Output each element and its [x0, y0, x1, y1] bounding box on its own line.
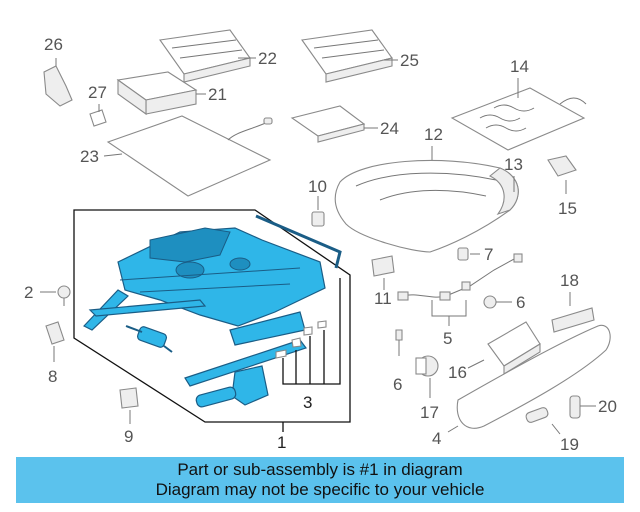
callout-14: 14: [510, 57, 529, 76]
callout-17: 17: [420, 403, 439, 422]
wire-harness-5[interactable]: [397, 253, 523, 301]
banner-line-1: Part or sub-assembly is #1 in diagram: [177, 460, 463, 479]
callout-5-bracket: [431, 300, 467, 317]
callout-19: 19: [560, 435, 579, 454]
bolt-2[interactable]: [57, 285, 71, 306]
switch-15[interactable]: [547, 155, 577, 177]
callout-12: 12: [424, 125, 443, 144]
control-module-25[interactable]: [301, 29, 393, 83]
seat-frame-assembly[interactable]: [83, 227, 326, 387]
side-cover-4[interactable]: [456, 324, 611, 429]
heater-pad-23[interactable]: [106, 115, 273, 197]
motor-17[interactable]: [415, 355, 439, 377]
callout-1: 1: [277, 433, 286, 452]
bolt-6-upper[interactable]: [483, 295, 512, 309]
knob-20[interactable]: [569, 395, 581, 419]
callout-20: 20: [598, 397, 617, 416]
callout-27: 27: [88, 83, 107, 102]
callout-24: 24: [380, 119, 399, 138]
callout-6-lower: 6: [393, 375, 402, 394]
callout-13: 13: [504, 155, 523, 174]
clip-7[interactable]: [457, 247, 469, 261]
callout-5: 5: [443, 329, 452, 348]
seat-motor[interactable]: [125, 325, 173, 353]
callout-6-upper: 6: [516, 293, 525, 312]
seat-gearbox[interactable]: [195, 365, 269, 408]
callout-7: 7: [484, 245, 493, 264]
banner-line-2: Diagram may not be specific to your vehi…: [155, 480, 485, 499]
control-module-22[interactable]: [159, 29, 251, 83]
callout-26: 26: [44, 35, 63, 54]
callout-25: 25: [400, 51, 419, 70]
callout-leaders: [40, 57, 596, 435]
cap-8[interactable]: [45, 321, 65, 345]
clip-27[interactable]: [89, 109, 107, 127]
callout-9: 9: [124, 427, 133, 446]
screw-set-3[interactable]: [275, 320, 327, 359]
bolt-6-lower[interactable]: [395, 329, 403, 356]
module-21[interactable]: [116, 71, 198, 116]
callout-21: 21: [208, 85, 227, 104]
callout-3-leader: [282, 278, 341, 385]
cover-9[interactable]: [119, 387, 139, 409]
assembly-1-outline: [73, 209, 351, 423]
callout-16: 16: [448, 363, 467, 382]
clip-10[interactable]: [311, 211, 325, 227]
cover-11[interactable]: [371, 255, 395, 277]
parts-diagram: 1 2 3 4 5 6 6 7 8 9 10 11 12 13 14 15 16…: [24, 29, 617, 454]
knob-19[interactable]: [525, 407, 549, 424]
callout-11: 11: [374, 289, 392, 308]
callout-8: 8: [48, 367, 57, 386]
callout-23: 23: [80, 147, 99, 166]
callout-18: 18: [560, 271, 579, 290]
callout-4: 4: [432, 429, 441, 448]
switch-18[interactable]: [551, 307, 595, 333]
callout-10: 10: [308, 177, 327, 196]
info-banner: Part or sub-assembly is #1 in diagram Di…: [16, 457, 624, 503]
module-16[interactable]: [487, 321, 541, 375]
module-24[interactable]: [290, 105, 366, 143]
callout-2: 2: [24, 283, 33, 302]
callout-15: 15: [558, 199, 577, 218]
callout-3: 3: [303, 393, 312, 412]
callout-22: 22: [258, 49, 277, 68]
heater-pad-14[interactable]: [450, 87, 587, 151]
bracket-26[interactable]: [43, 65, 73, 107]
track-rod[interactable]: [255, 214, 342, 269]
seat-cushion-12[interactable]: [334, 159, 519, 253]
